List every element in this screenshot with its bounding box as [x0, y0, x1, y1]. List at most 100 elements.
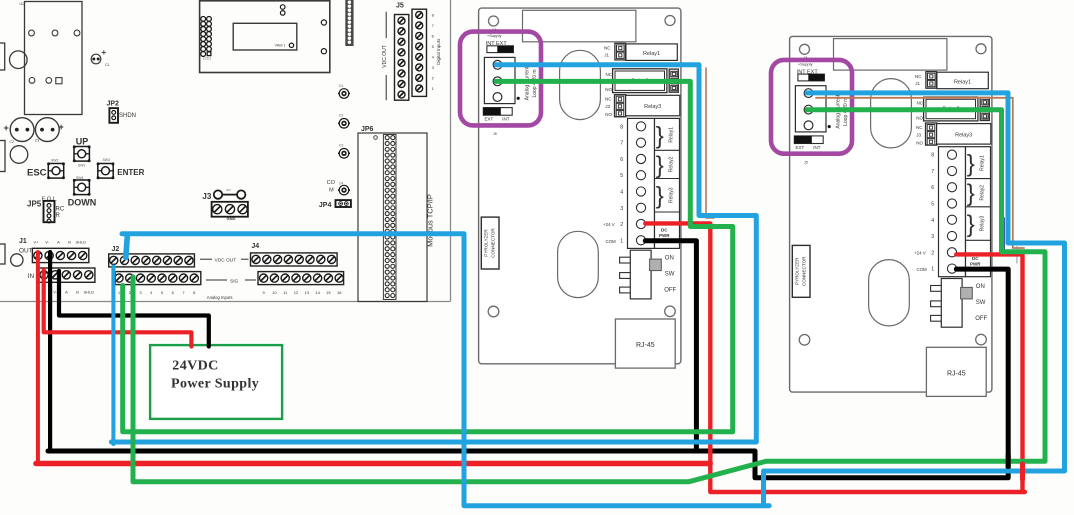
svg-text:+Supply: +Supply: [487, 33, 502, 38]
svg-text:Modbus TCP/IP: Modbus TCP/IP: [425, 194, 434, 247]
svg-text:SW1: SW1: [78, 164, 85, 168]
svg-text:SW3: SW3: [103, 158, 110, 162]
svg-text:D2: D2: [339, 114, 343, 118]
svg-text:}: }: [656, 122, 664, 149]
svg-text:Relay3: Relay3: [644, 104, 661, 110]
svg-text:24VDC: 24VDC: [172, 358, 218, 373]
svg-text:A: A: [57, 240, 60, 245]
svg-text:5: 5: [620, 173, 623, 179]
svg-text:OUT: OUT: [19, 248, 33, 255]
svg-text:C3: C3: [35, 139, 40, 143]
svg-text:6: 6: [620, 157, 623, 163]
svg-text:J2: J2: [112, 246, 120, 253]
svg-text:NC: NC: [605, 97, 612, 102]
svg-text:SW4: SW4: [76, 176, 83, 180]
svg-text:16: 16: [337, 290, 342, 295]
svg-text:V-: V-: [45, 240, 49, 245]
svg-text:C1: C1: [105, 63, 110, 67]
svg-text:2: 2: [620, 222, 623, 228]
svg-text:D3: D3: [339, 144, 343, 148]
svg-text:DOWN: DOWN: [68, 198, 97, 208]
svg-text:Power Supply: Power Supply: [171, 376, 259, 391]
svg-text:E.O.L.: E.O.L.: [42, 196, 58, 202]
svg-text:M: M: [329, 188, 334, 194]
svg-text:LCD1: LCD1: [203, 57, 212, 61]
svg-text:VDC OUT: VDC OUT: [215, 258, 237, 264]
svg-text:8: 8: [620, 124, 623, 130]
svg-text:2: 2: [432, 76, 435, 81]
svg-text:VRef-1: VRef-1: [275, 44, 286, 48]
svg-text:7: 7: [620, 141, 623, 147]
svg-text:8: 8: [432, 13, 435, 18]
svg-text:PWR: PWR: [659, 233, 670, 238]
svg-text:V-: V-: [53, 290, 57, 295]
svg-text:14: 14: [315, 290, 320, 295]
svg-text:J4: J4: [251, 243, 259, 250]
svg-text:1: 1: [432, 86, 435, 91]
svg-text:INT: INT: [502, 117, 510, 122]
svg-text:SHDN: SHDN: [119, 113, 136, 119]
svg-text:J5: J5: [396, 3, 404, 10]
svg-text:5: 5: [161, 290, 164, 295]
svg-text:NO: NO: [605, 87, 612, 92]
svg-text:2: 2: [129, 290, 132, 295]
svg-text:D1: D1: [339, 84, 343, 88]
svg-text:8: 8: [193, 290, 196, 295]
svg-text:4: 4: [150, 290, 153, 295]
svg-text:ENTER: ENTER: [117, 168, 144, 177]
svg-text:JP2: JP2: [107, 101, 120, 108]
svg-text:ESC: ESC: [27, 167, 47, 178]
svg-text:EXT: EXT: [485, 117, 494, 122]
svg-text:B: B: [68, 240, 71, 245]
svg-text:}: }: [656, 152, 664, 179]
svg-text:3: 3: [620, 206, 623, 212]
svg-text:+: +: [102, 48, 107, 57]
svg-text:SHLD: SHLD: [75, 240, 86, 245]
svg-text:NC: NC: [606, 72, 613, 77]
svg-text:12: 12: [294, 290, 299, 295]
svg-text:5: 5: [432, 44, 435, 49]
svg-text:3: 3: [432, 65, 435, 70]
svg-text:A: A: [65, 290, 68, 295]
svg-text:R: R: [56, 213, 61, 219]
svg-text:RJ-45: RJ-45: [636, 342, 655, 349]
svg-text:C2: C2: [10, 140, 15, 144]
svg-text:J3: J3: [202, 192, 211, 201]
svg-text:7: 7: [432, 23, 435, 28]
svg-text:JP5: JP5: [27, 200, 42, 209]
svg-text:+: +: [59, 122, 64, 132]
svg-text:DC: DC: [661, 228, 668, 233]
svg-text:11: 11: [283, 290, 288, 295]
svg-text:Relay2: Relay2: [669, 156, 675, 172]
svg-text:SW2: SW2: [51, 159, 58, 163]
svg-text:CO: CO: [327, 180, 336, 186]
svg-text:J1: J1: [19, 238, 27, 245]
svg-text:VDC OUT: VDC OUT: [382, 45, 388, 68]
svg-text:1: 1: [620, 238, 623, 244]
svg-text:Relay3: Relay3: [669, 187, 675, 203]
svg-text:CONNECTOR: CONNECTOR: [491, 228, 496, 258]
svg-text:13: 13: [305, 290, 310, 295]
svg-text:INT EXT: INT EXT: [486, 41, 508, 47]
svg-text:+: +: [4, 123, 9, 133]
svg-text:U1: U1: [20, 2, 25, 6]
svg-text:4: 4: [620, 189, 623, 195]
svg-text:10: 10: [272, 290, 277, 295]
svg-text:UP: UP: [76, 136, 89, 146]
svg-text:SW: SW: [665, 272, 675, 278]
svg-text:J1: J1: [604, 53, 609, 58]
svg-text:9: 9: [262, 290, 265, 295]
svg-text:+24 V: +24 V: [603, 222, 615, 227]
svg-text:OFF: OFF: [664, 288, 676, 294]
svg-text:JP3: JP3: [226, 188, 231, 192]
svg-text:6: 6: [172, 290, 175, 295]
svg-text:RC: RC: [56, 207, 65, 213]
svg-text:GND: GND: [227, 216, 236, 221]
svg-text:7: 7: [182, 290, 185, 295]
svg-text:}: }: [656, 183, 664, 210]
svg-text:NO: NO: [605, 112, 612, 117]
svg-text:6: 6: [432, 34, 435, 39]
svg-text:SHLD: SHLD: [83, 290, 94, 295]
svg-text:JP4: JP4: [319, 202, 332, 209]
svg-text:3: 3: [139, 290, 142, 295]
